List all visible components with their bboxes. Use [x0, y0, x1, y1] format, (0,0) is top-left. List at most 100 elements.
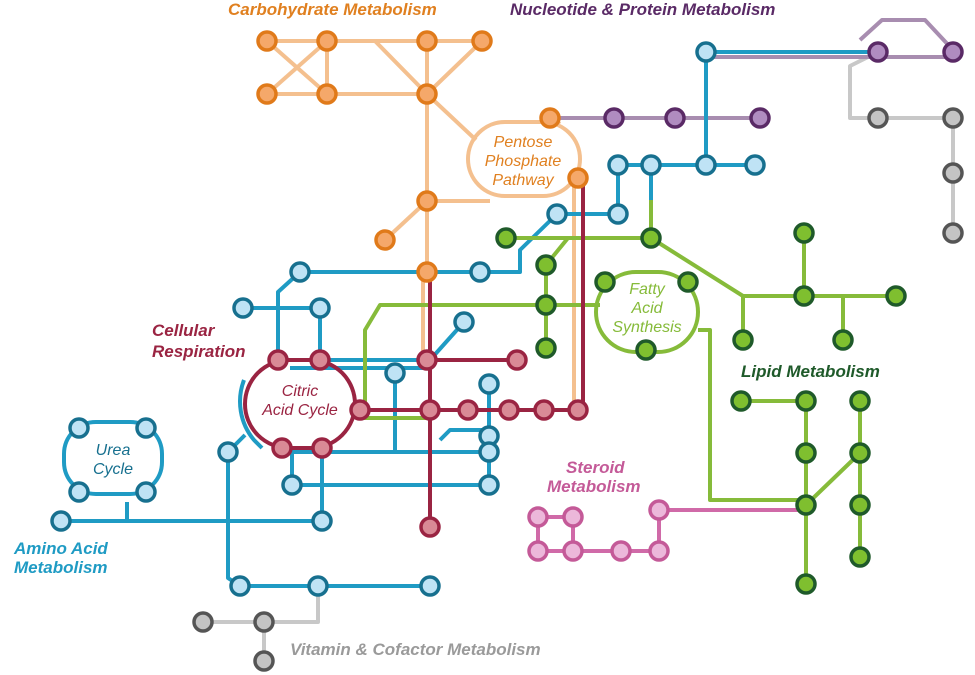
lipid-station-node[interactable] [849, 546, 871, 568]
amino-station-node[interactable] [68, 417, 90, 439]
vitamin-station-node[interactable] [942, 107, 964, 129]
steroid-station-node[interactable] [527, 540, 549, 562]
vitamin-station-node[interactable] [253, 611, 275, 633]
amino-station-node[interactable] [546, 203, 568, 225]
lipid-station-node[interactable] [849, 390, 871, 412]
lipid-station-node[interactable] [849, 494, 871, 516]
lipid-station-node[interactable] [795, 442, 817, 464]
carbohydrate-station-node[interactable] [256, 30, 278, 52]
vitamin-station-node[interactable] [253, 650, 275, 672]
lipid-station-node[interactable] [849, 442, 871, 464]
lipid-station-node[interactable] [730, 390, 752, 412]
lipid-station-node[interactable] [732, 329, 754, 351]
respiration-station-node[interactable] [349, 399, 371, 421]
respiration-station-node[interactable] [567, 399, 589, 421]
respiration-station-node[interactable] [271, 437, 293, 459]
lipid-station-node[interactable] [535, 294, 557, 316]
amino-station-node[interactable] [478, 373, 500, 395]
lipid-station-node[interactable] [535, 337, 557, 359]
steroid-station-node[interactable] [562, 540, 584, 562]
respiration-station-node[interactable] [416, 349, 438, 371]
respiration-station-node[interactable] [506, 349, 528, 371]
respiration-station-node[interactable] [419, 399, 441, 421]
amino-station-node[interactable] [478, 474, 500, 496]
amino-station-node[interactable] [289, 261, 311, 283]
vitamin-station-node[interactable] [942, 162, 964, 184]
respiration-station-node[interactable] [498, 399, 520, 421]
nucleotide-station-node[interactable] [603, 107, 625, 129]
citric-text-2: Acid Cycle [261, 402, 338, 419]
respiration-station-node[interactable] [419, 516, 441, 538]
carbohydrate-station-node[interactable] [256, 83, 278, 105]
amino-station-node[interactable] [307, 575, 329, 597]
carbohydrate-station-node[interactable] [416, 83, 438, 105]
carbohydrate-station-node[interactable] [416, 261, 438, 283]
amino-station-node[interactable] [50, 510, 72, 532]
fatty-text-3: Synthesis [612, 319, 681, 336]
lipid-station-node[interactable] [495, 227, 517, 249]
amino-station-node[interactable] [478, 441, 500, 463]
amino-station-node[interactable] [695, 41, 717, 63]
respiration-station-node[interactable] [309, 349, 331, 371]
amino-station-node[interactable] [469, 261, 491, 283]
lipid-station-node[interactable] [635, 339, 657, 361]
nucleotide-station-node[interactable] [664, 107, 686, 129]
amino-station-node[interactable] [607, 203, 629, 225]
amino-station-node[interactable] [384, 362, 406, 384]
steroid-station-node[interactable] [648, 540, 670, 562]
lipid-station-node[interactable] [640, 227, 662, 249]
nucleotide-station-node[interactable] [942, 41, 964, 63]
amino-station-node[interactable] [229, 575, 251, 597]
lipid-station-node[interactable] [677, 271, 699, 293]
amino-station-node[interactable] [311, 510, 333, 532]
amino-station-node[interactable] [217, 441, 239, 463]
amino-station-node[interactable] [744, 154, 766, 176]
carbohydrate-station-node[interactable] [471, 30, 493, 52]
amino-station-node[interactable] [640, 154, 662, 176]
lipid-station-node[interactable] [795, 390, 817, 412]
amino-stations [50, 41, 766, 597]
lipid-station-node[interactable] [832, 329, 854, 351]
amino-station-node[interactable] [695, 154, 717, 176]
respiration-station-node[interactable] [457, 399, 479, 421]
amino-station-node[interactable] [309, 297, 331, 319]
amino-station-node[interactable] [607, 154, 629, 176]
amino-station-node[interactable] [68, 481, 90, 503]
lipid-station-node[interactable] [594, 271, 616, 293]
lipid-station-node[interactable] [535, 254, 557, 276]
respiration-station-node[interactable] [533, 399, 555, 421]
amino-station-node[interactable] [453, 311, 475, 333]
steroid-station-node[interactable] [610, 540, 632, 562]
respiration-station-node[interactable] [311, 437, 333, 459]
carbohydrate-station-node[interactable] [374, 229, 396, 251]
respiration-station-node[interactable] [267, 349, 289, 371]
amino-station-node[interactable] [281, 474, 303, 496]
vitamin-station-node[interactable] [192, 611, 214, 633]
steroid-station-node[interactable] [648, 499, 670, 521]
lipid-station-node[interactable] [793, 285, 815, 307]
amino-station-node[interactable] [232, 297, 254, 319]
label-carbohydrate: Carbohydrate Metabolism [228, 0, 437, 19]
amino-station-node[interactable] [135, 481, 157, 503]
carbohydrate-station-node[interactable] [416, 190, 438, 212]
steroid-station-node[interactable] [527, 506, 549, 528]
carbohydrate-station-node[interactable] [567, 167, 589, 189]
nucleotide-station-node[interactable] [749, 107, 771, 129]
carbohydrate-station-node[interactable] [539, 107, 561, 129]
carbohydrate-station-node[interactable] [316, 30, 338, 52]
carbohydrate-station-node[interactable] [316, 83, 338, 105]
amino-station-node[interactable] [135, 417, 157, 439]
vitamin-station-node[interactable] [867, 107, 889, 129]
vitamin-station-node[interactable] [942, 222, 964, 244]
lipid-station-node[interactable] [885, 285, 907, 307]
lipid-lines [363, 200, 896, 584]
lipid-station-node[interactable] [793, 222, 815, 244]
lipid-station-node[interactable] [795, 573, 817, 595]
pentose-text-1: Pentose [494, 134, 553, 151]
nucleotide-station-node[interactable] [867, 41, 889, 63]
steroid-station-node[interactable] [562, 506, 584, 528]
carbohydrate-station-node[interactable] [416, 30, 438, 52]
amino-station-node[interactable] [419, 575, 441, 597]
lipid-station-node[interactable] [795, 494, 817, 516]
